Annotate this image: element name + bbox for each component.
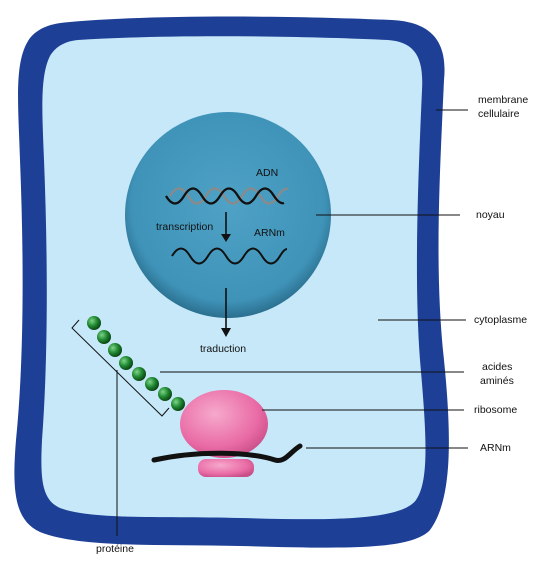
mrna-nucleus: [171, 247, 288, 265]
proteine-label: protéine: [96, 543, 134, 555]
arnm-label: ARNm: [480, 442, 511, 454]
adn-label: ADN: [256, 167, 278, 179]
dna-strand-black: [165, 187, 285, 205]
amino-acid-chain: [87, 316, 185, 411]
amino-acid-bead: [132, 367, 146, 381]
traduction-arrowhead: [221, 328, 231, 337]
transcription-arrowhead: [221, 234, 231, 242]
membrane-label-line2: cellulaire: [478, 108, 520, 120]
mrna-strand: [151, 443, 303, 463]
noyau-label: noyau: [476, 209, 505, 221]
ribosome-label: ribosome: [474, 404, 517, 416]
ribosome-large-subunit: [180, 390, 268, 458]
amino-acid-bead: [97, 330, 111, 344]
amino-acid-bead: [158, 387, 172, 401]
cytoplasme-label: cytoplasme: [474, 314, 527, 326]
ribosome-small-subunit: [198, 459, 254, 477]
arnm-nucleus-label: ARNm: [254, 227, 285, 239]
traduction-label: traduction: [200, 343, 246, 355]
acides-label-line2: aminés: [480, 375, 514, 387]
amino-acid-bead: [108, 343, 122, 357]
amino-acid-bead: [145, 377, 159, 391]
amino-acid-bead: [119, 356, 133, 370]
amino-acid-bead: [87, 316, 101, 330]
transcription-label: transcription: [156, 221, 213, 233]
amino-acid-bead: [171, 397, 185, 411]
acides-label-line1: acides: [482, 361, 512, 373]
membrane-label-line1: membrane: [478, 94, 528, 106]
nucleus: [125, 112, 331, 318]
